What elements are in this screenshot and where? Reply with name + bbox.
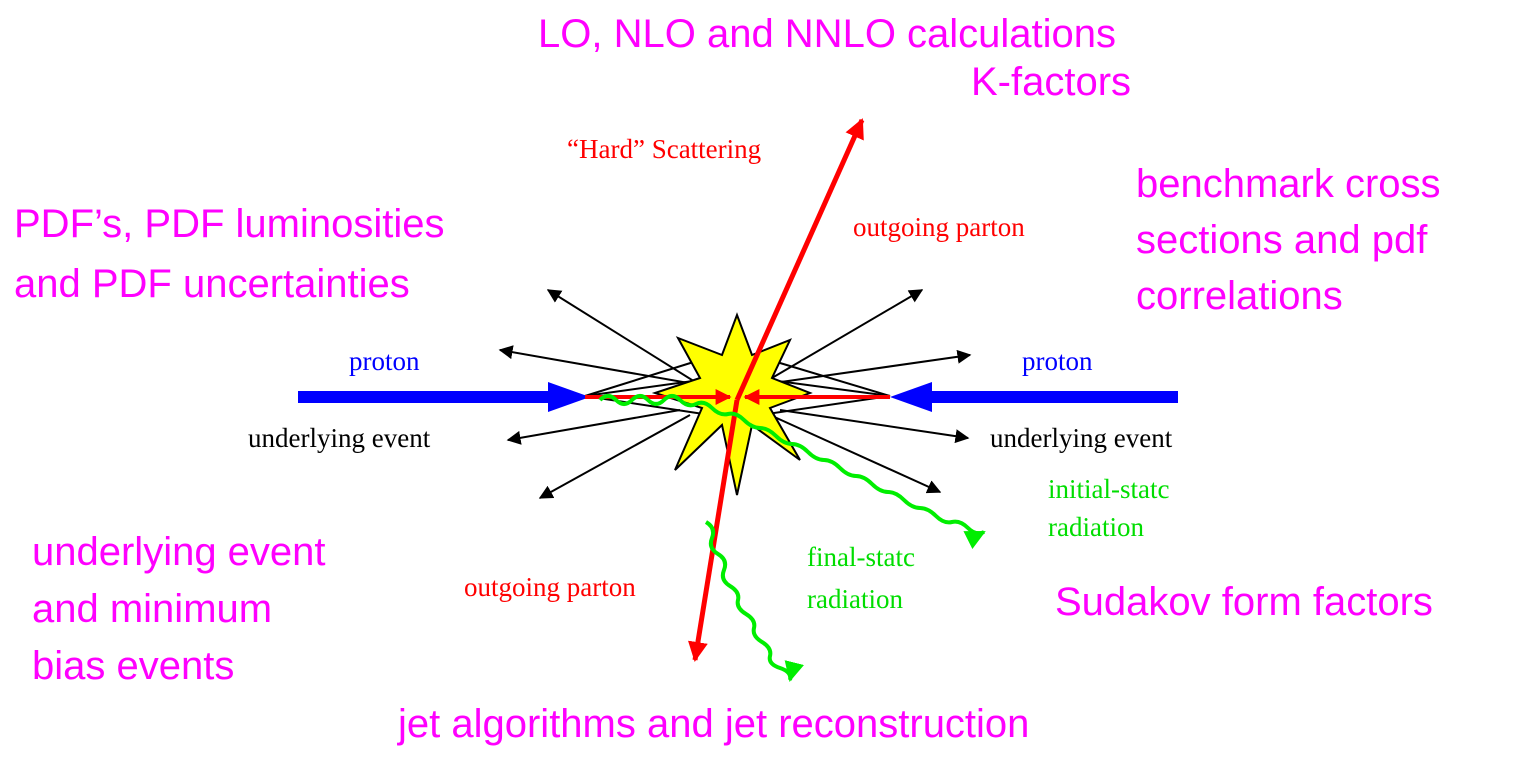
ue-arrow-upper-left [546,289,701,386]
ue-arrow-upper-right [759,289,924,386]
ue-line1: underlying event [32,530,326,574]
pdf-annotation: PDF’s, PDF luminosities and PDF uncertai… [14,200,444,308]
pdf-line1: PDF’s, PDF luminosities [14,202,445,246]
underlying-event-arrows [498,289,972,499]
underlying-event-left-label: underlying event [248,423,431,453]
ue-arrow-mid-right [759,349,972,386]
outgoing-parton-down [687,399,740,662]
spectator-line-1 [584,359,701,397]
hard-scattering-label: “Hard” Scattering [567,134,761,164]
spectator-line-6 [759,395,891,416]
proton-left-label: proton [349,346,420,376]
proton-right-label: proton [1022,346,1093,376]
spectator-line-5 [769,379,891,397]
outgoing-parton-up [734,118,865,402]
ue-arrow-left [506,409,681,445]
underlying-event-annotation: underlying event and minimum bias events [32,524,326,695]
ue-arrow-right [779,409,970,444]
ue-arrow-lower-right [769,414,942,494]
interaction-star [651,312,813,496]
benchmark-annotation: benchmark cross sections and pdf correla… [1136,156,1441,324]
spectator-line-4 [769,359,891,397]
ue-arrow-lower-left [538,414,691,499]
outgoing-parton-top-label: outgoing parton [853,212,1025,242]
proton-beams [298,382,1178,412]
spectator-line-2 [584,379,701,397]
jet-annotation: jet algorithms and jet reconstruction [398,702,1030,746]
pdf-line2: and PDF uncertainties [14,262,410,306]
k-factors-line: K-factors [971,60,1132,104]
ue-line3: bias events [32,644,235,688]
spectator-line-3 [584,395,711,416]
isr-wiggle [598,394,986,549]
sudakov-annotation: Sudakov form factors [1055,580,1433,624]
fsr-wiggle [704,520,805,682]
isr-label-line1: initial-statc [1048,474,1169,504]
proton-arrowhead-left [548,382,590,412]
ue-line2: and minimum [32,587,273,631]
benchmark-line3: correlations [1136,274,1343,318]
benchmark-line1: benchmark cross [1136,162,1441,206]
underlying-event-right-label: underlying event [990,423,1173,453]
fsr-label-line2: radiation [807,584,903,614]
outgoing-partons [687,118,865,662]
isr-label-line2: radiation [1048,512,1144,542]
calculations-annotation: LO, NLO and NNLO calculations K-factors [538,10,1131,106]
proton-arrowhead-right [890,382,932,412]
benchmark-line2: sections and pdf [1136,218,1428,262]
fsr-label-line1: final-statc [807,542,915,572]
ue-arrow-mid-left [498,345,701,386]
calculations-line1: LO, NLO and NNLO calculations [538,12,1117,56]
outgoing-parton-bottom-label: outgoing parton [464,572,636,602]
